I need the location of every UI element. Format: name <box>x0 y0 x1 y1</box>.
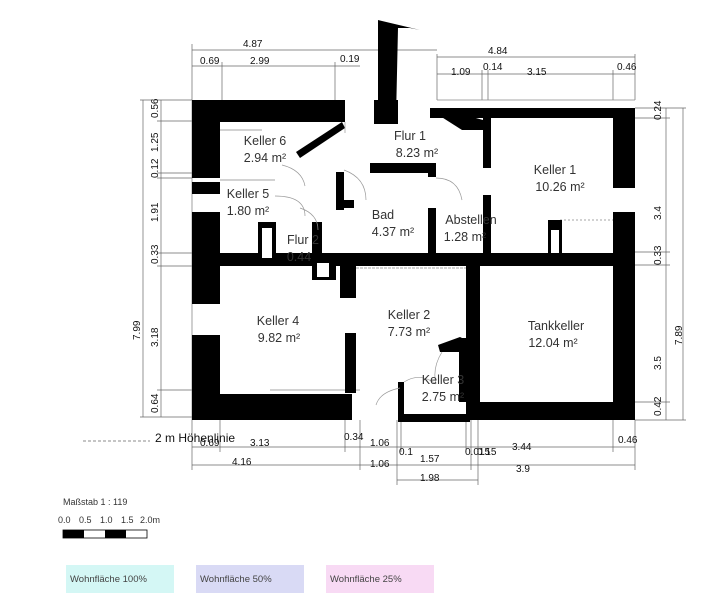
room-keller-1-area: 10.26 m² <box>535 180 584 194</box>
room-keller-2-area: 7.73 m² <box>388 325 430 339</box>
hoehenlinie-label: 2 m Höhenlinie <box>155 431 236 445</box>
legend-wohnflaeche-25: Wohnfläche 25% <box>326 565 434 593</box>
room-bad-area: 4.37 m² <box>372 225 414 239</box>
room-keller-5-area: 1.80 m² <box>227 204 269 218</box>
room-keller-1-name: Keller 1 <box>534 163 576 177</box>
dim-top-right-c: 3.15 <box>527 67 547 78</box>
legend-wohnflaeche-50: Wohnfläche 50% <box>196 565 304 593</box>
dim-top-right-b: 0.14 <box>483 62 503 73</box>
dim-right-total: 7.89 <box>674 325 685 345</box>
room-flur-1-area: 8.23 m² <box>396 146 438 160</box>
dim-bot-l: 1.98 <box>420 473 440 484</box>
dim-bot-h: 0.15 <box>477 447 497 458</box>
room-keller-2-name: Keller 2 <box>388 308 430 322</box>
room-keller-6-name: Keller 6 <box>244 134 286 148</box>
dim-bot-a: 0.69 <box>200 438 220 449</box>
room-flur-1-name: Flur 1 <box>394 129 426 143</box>
room-keller-3-name: Keller 3 <box>422 373 464 387</box>
scale-bar <box>62 529 148 539</box>
dim-right-a: 0.24 <box>653 100 664 120</box>
dim-left-f: 3.18 <box>150 327 161 347</box>
dim-top-total-right: 4.84 <box>488 46 508 57</box>
dim-left-b: 1.25 <box>150 132 161 152</box>
dim-top-right-a: 1.09 <box>451 67 471 78</box>
dim-left-d: 1.91 <box>150 202 161 222</box>
dimension-lines <box>83 44 686 485</box>
dim-top-left-c: 0.19 <box>340 54 360 65</box>
legend-wohnflaeche-100: Wohnfläche 100% <box>66 565 174 593</box>
room-abstellen-name: Abstellen <box>445 213 496 227</box>
dim-left-e: 0.33 <box>150 244 161 264</box>
room-keller-3-area: 2.75 m² <box>422 390 464 404</box>
dim-bot-b: 3.13 <box>250 438 270 449</box>
dim-bot-f: 1.57 <box>420 454 440 465</box>
scale-tick: 1.5 <box>121 515 134 525</box>
dim-top-left-a: 0.69 <box>200 56 220 67</box>
scale-tick: 0.5 <box>79 515 92 525</box>
room-keller-5-name: Keller 5 <box>227 187 269 201</box>
dim-right-d: 3.5 <box>653 356 664 370</box>
room-flur-2-name: Flur 2 <box>287 233 319 247</box>
room-bad-name: Bad <box>372 208 394 222</box>
dim-bot-total-right: 3.9 <box>516 464 530 475</box>
dim-left-a: 0.56 <box>150 98 161 118</box>
dim-top-right-d: 0.46 <box>617 62 637 73</box>
dim-bot-j: 0.46 <box>618 435 638 446</box>
room-abstellen-area: 1.28 m² <box>444 230 486 244</box>
dimension-labels: 4.87 0.69 2.99 0.19 4.84 1.09 0.14 3.15 … <box>132 39 685 484</box>
dim-right-e: 0.42 <box>653 396 664 416</box>
room-tankkeller-name: Tankkeller <box>528 319 584 333</box>
dim-bot-k: 1.06 <box>370 459 390 470</box>
dim-top-left-b: 2.99 <box>250 56 270 67</box>
dim-top-total-left: 4.87 <box>243 39 263 50</box>
dim-left-c: 0.12 <box>150 158 161 178</box>
scale-tick: 0.0 <box>58 515 71 525</box>
dim-bot-i: 3.44 <box>512 442 532 453</box>
room-keller-4-name: Keller 4 <box>257 314 299 328</box>
dim-right-c: 0.33 <box>653 245 664 265</box>
room-keller-6-area: 2.94 m² <box>244 151 286 165</box>
room-keller-4-area: 9.82 m² <box>258 331 300 345</box>
dim-bot-g: 0.015 <box>465 447 490 458</box>
dim-bot-e: 0.1 <box>399 447 413 458</box>
dim-bot-total-left: 4.16 <box>232 457 252 468</box>
dim-bot-d: 1.06 <box>370 438 390 449</box>
dim-bot-c: 0.34 <box>344 432 364 443</box>
door-swings <box>274 122 463 406</box>
dim-left-total: 7.99 <box>132 320 143 340</box>
room-tankkeller-area: 12.04 m² <box>528 336 577 350</box>
scale-label: Maßstab 1 : 119 <box>63 497 128 507</box>
dim-left-g: 0.64 <box>150 393 161 413</box>
scale-tick: 1.0 <box>100 515 113 525</box>
dim-right-b: 3.4 <box>653 206 664 220</box>
room-flur-2-area: 0.44 <box>287 250 311 264</box>
room-labels: Keller 6 2.94 m² Flur 1 8.23 m² Keller 1… <box>227 129 585 404</box>
scale-tick: 2.0m <box>140 515 161 525</box>
walls <box>192 20 635 422</box>
